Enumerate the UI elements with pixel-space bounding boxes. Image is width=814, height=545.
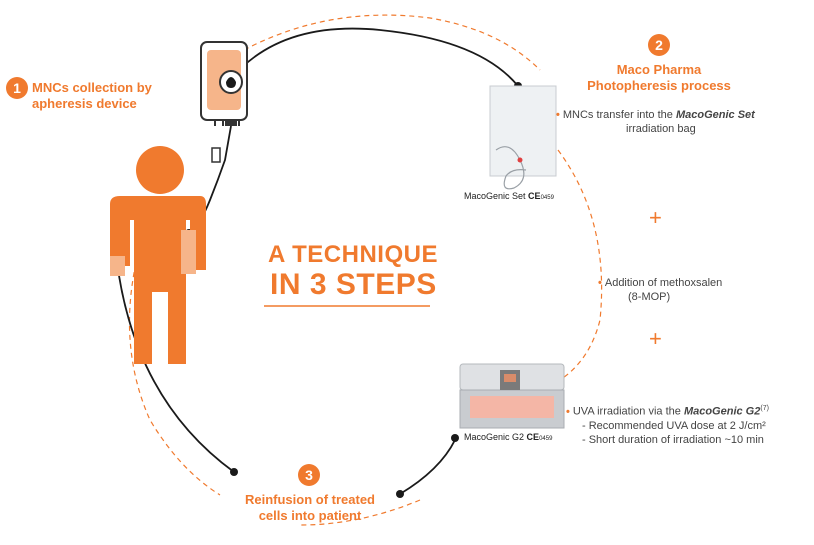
tube-bag-to-set xyxy=(229,27,519,87)
macogenic-set-image xyxy=(489,85,557,190)
methoxsalen-line2: (8-MOP) xyxy=(628,291,671,303)
uva-brand: MacoGenic G2 xyxy=(683,405,761,418)
set-caption: MacoGenic Set CE0459 xyxy=(464,191,554,201)
connector-dot-device xyxy=(451,434,459,442)
uva-text-pre: UVA irradiation via the xyxy=(572,405,684,418)
tube-patient-return xyxy=(116,261,235,473)
transfer-text-pre: MNCs transfer into the xyxy=(562,109,676,121)
step-2-label: Maco Pharma Photopheresis process xyxy=(580,62,738,94)
bullet-icon: • xyxy=(556,109,560,121)
device-ce-code: 0459 xyxy=(539,436,553,442)
title-line1: A TECHNIQUE xyxy=(268,241,438,268)
cycle-arc-bottom xyxy=(299,499,421,526)
set-caption-name: MacoGenic Set xyxy=(464,191,526,201)
patient-figure xyxy=(110,146,206,364)
step-2-label-line2: Photopheresis process xyxy=(587,78,731,93)
step-1-label-line1: MNCs collection by xyxy=(32,80,152,95)
device-ce-mark: CE xyxy=(526,432,540,442)
process-item-transfer: •MNCs transfer into the MacoGenic Set ir… xyxy=(556,108,796,136)
step-3-label: Reinfusion of treated cells into patient xyxy=(228,492,392,524)
bullet-icon: • xyxy=(598,277,602,289)
connector-dot-return xyxy=(396,490,404,498)
connector-dot-line-end xyxy=(230,468,238,476)
step-1-number-badge: 1 xyxy=(6,77,28,99)
title-line2: IN 3 STEPS xyxy=(270,268,437,301)
step-3-label-line2: cells into patient xyxy=(258,508,362,523)
cycle-arc-top xyxy=(243,14,541,71)
step-2-number-badge: 2 xyxy=(648,34,670,56)
step-3-label-line1: Reinfusion of treated xyxy=(244,492,375,507)
cycle-arc-right xyxy=(557,149,603,381)
process-item-uva: •UVA irradiation via the MacoGenic G2(7)… xyxy=(566,402,810,447)
step-2-label-line1: Maco Pharma xyxy=(616,62,702,77)
transfer-brand: MacoGenic Set xyxy=(675,109,755,121)
device-caption-name: MacoGenic G2 xyxy=(464,432,525,442)
process-item-methoxsalen: •Addition of methoxsalen (8-MOP) xyxy=(598,276,778,304)
plus-sign-2: + xyxy=(649,326,662,351)
macogenic-g2-device-image xyxy=(459,363,565,429)
tube-device-to-patient xyxy=(399,439,456,495)
step-1-label: MNCs collection by apheresis device xyxy=(32,80,152,112)
uva-sub-duration: - Short duration of irradiation ~10 min xyxy=(582,433,764,446)
uva-reference: (7) xyxy=(760,405,769,412)
tube-clamp-icon xyxy=(211,147,221,163)
plus-sign-1: + xyxy=(649,205,662,230)
cycle-arc-left xyxy=(128,219,221,496)
step-3-number-badge: 3 xyxy=(298,464,320,486)
step-1-label-line2: apheresis device xyxy=(32,96,137,111)
methoxsalen-line1: Addition of methoxsalen xyxy=(604,277,723,289)
bullet-icon: • xyxy=(566,405,570,418)
uva-sub-dose: - Recommended UVA dose at 2 J/cm² xyxy=(582,419,766,432)
collection-bag-icon xyxy=(200,41,248,126)
set-ce-mark: CE xyxy=(528,191,541,201)
transfer-text-line2: irradiation bag xyxy=(626,123,696,135)
device-caption: MacoGenic G2 CE0459 xyxy=(464,432,552,442)
process-cycle-circle xyxy=(128,14,603,526)
set-ce-code: 0459 xyxy=(540,195,554,201)
